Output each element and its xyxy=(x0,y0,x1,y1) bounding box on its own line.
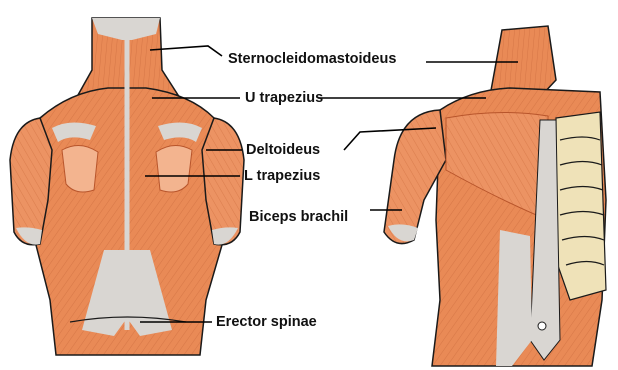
label-erector-spinae: Erector spinae xyxy=(216,315,317,330)
abdominal-aponeurosis xyxy=(496,230,532,366)
label-biceps-brachii: Biceps brachil xyxy=(249,210,348,225)
left-infraspinatus xyxy=(62,145,98,192)
ribcage xyxy=(556,112,606,300)
navel xyxy=(538,322,546,330)
label-sternocleidomastoideus: Sternocleidomastoideus xyxy=(228,52,396,67)
label-u-trapezius: U trapezius xyxy=(245,91,323,106)
label-l-trapezius: L trapezius xyxy=(244,169,320,184)
anterior-figure xyxy=(384,26,606,366)
right-infraspinatus xyxy=(156,145,192,192)
label-deltoideus: Deltoideus xyxy=(246,143,320,158)
posterior-figure xyxy=(10,18,244,355)
